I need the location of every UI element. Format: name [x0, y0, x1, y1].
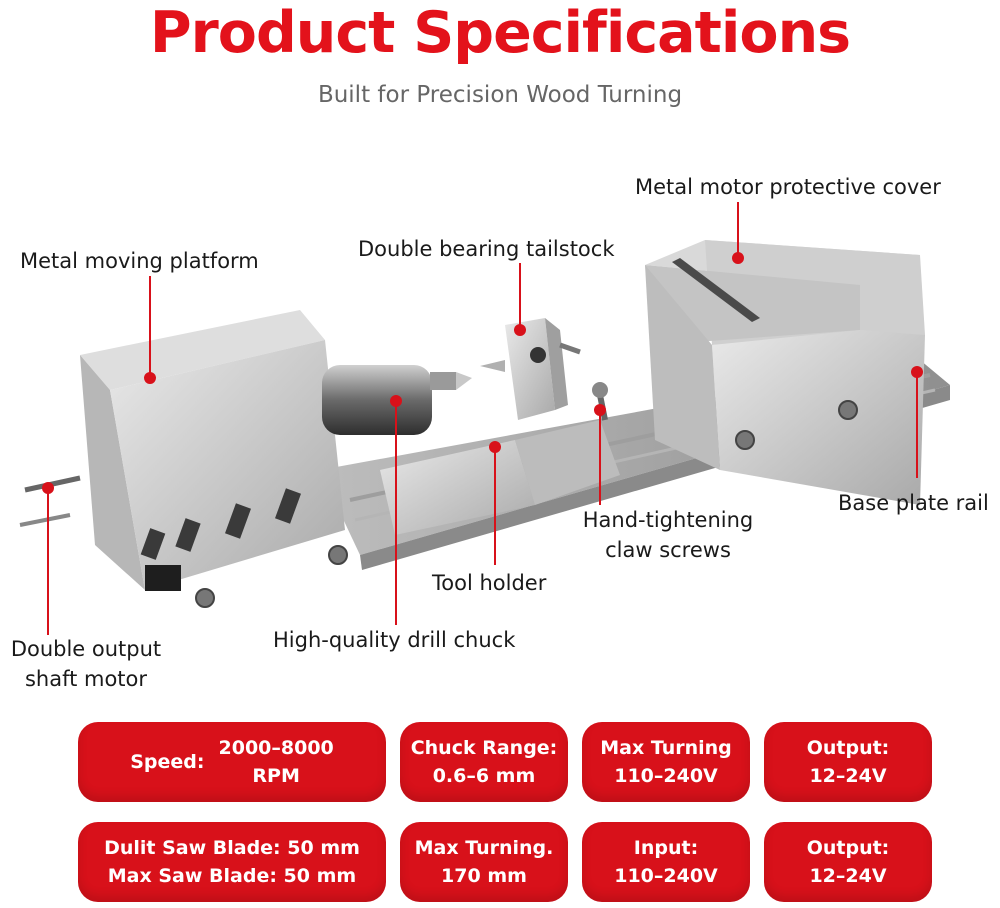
label-drill-chuck: High-quality drill chuck	[273, 628, 516, 652]
label-metal-moving-platform: Metal moving platform	[20, 249, 259, 273]
spec-output2-value: 12–24V	[809, 865, 887, 887]
spec-chuck-value: 0.6–6 mm	[432, 765, 536, 787]
spec-chuck-label: Chuck Range:	[410, 737, 558, 759]
label-motor-line2: shaft motor	[24, 667, 148, 691]
drill-chuck-shape	[322, 365, 472, 435]
spec-input-value: 110–240V	[614, 865, 718, 887]
spec-max-turning2-label: Max Turning.	[414, 837, 554, 859]
headstock-shape	[19, 310, 348, 608]
spec-max-turning-value: 110–240V	[614, 765, 718, 787]
spec-input-label: Input:	[633, 837, 699, 859]
spec-chuck-range-badge: Chuck Range: 0.6–6 mm	[400, 722, 568, 802]
spec-output-value: 12–24V	[809, 765, 887, 787]
spec-saw-line2: Max Saw Blade: 50 mm	[107, 865, 357, 887]
page-title: Product Specifications	[149, 0, 851, 66]
spec-output2-badge: Output: 12–24V	[764, 822, 932, 902]
tailstock-shape	[480, 318, 581, 420]
spec-max-turning-length-badge: Max Turning. 170 mm	[400, 822, 568, 902]
spec-output-label: Output:	[806, 737, 890, 759]
label-double-bearing-tailstock: Double bearing tailstock	[358, 237, 615, 261]
spec-output-badge: Output: 12–24V	[764, 722, 932, 802]
spec-max-turning-badge: Max Turning 110–240V	[582, 722, 750, 802]
label-hand-tightening-claw-screws: Hand-tightening claw screws	[568, 505, 768, 565]
label-tool-holder: Tool holder	[432, 571, 547, 595]
spec-speed-label: Speed:	[130, 751, 205, 773]
label-double-output-shaft-motor: Double output shaft motor	[0, 634, 172, 694]
spec-max-turning2-value: 170 mm	[441, 865, 527, 887]
spec-speed-value-line1: 2000–8000	[218, 737, 334, 759]
page-subtitle: Built for Precision Wood Turning	[317, 82, 683, 108]
label-metal-motor-cover: Metal motor protective cover	[635, 175, 941, 199]
callout-lines	[42, 202, 923, 635]
spec-input-badge: Input: 110–240V	[582, 822, 750, 902]
spec-max-turning-label: Max Turning	[600, 737, 732, 759]
spec-speed-value-line2: RPM	[252, 765, 300, 787]
spec-speed-badge: Speed: 2000–8000 RPM	[78, 722, 386, 802]
spec-saw-blade-badge: Dulit Saw Blade: 50 mm Max Saw Blade: 50…	[78, 822, 386, 902]
tool-holder-shape	[380, 382, 620, 535]
lathe-product-image	[19, 202, 950, 635]
motor-cover-shape	[645, 240, 925, 505]
spec-output2-label: Output:	[806, 837, 890, 859]
label-hand-tightening-line2: claw screws	[605, 538, 731, 562]
label-hand-tightening-line1: Hand-tightening	[582, 508, 754, 532]
spec-saw-line1: Dulit Saw Blade: 50 mm	[104, 837, 360, 859]
label-motor-line1: Double output	[10, 637, 162, 661]
label-base-plate-rail: Base plate rail	[838, 491, 989, 515]
